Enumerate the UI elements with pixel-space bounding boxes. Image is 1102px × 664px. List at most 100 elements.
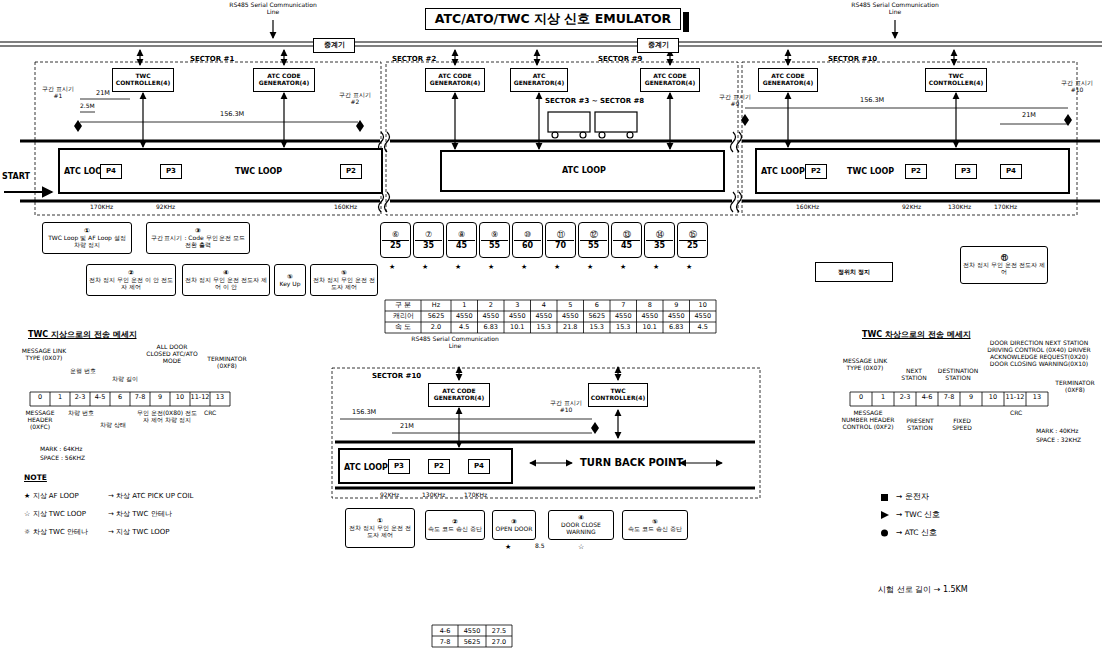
label-text: ★ xyxy=(587,263,593,271)
device-box: P4 xyxy=(100,164,122,179)
label-text: 156.3M xyxy=(860,97,884,104)
node-text: ATC CODE GENERATOR(4) xyxy=(431,388,487,402)
node-text: P2 xyxy=(346,167,356,175)
label-text: ★ xyxy=(488,263,494,271)
label-text: NOTE xyxy=(24,474,47,483)
node-text: 전차 정지 무인 운전 이 안 전도자 제어 xyxy=(89,277,173,291)
label-text: MESSAGE HEADER (0XFC) xyxy=(18,410,62,431)
node-text: 25 xyxy=(382,240,409,250)
signal-connector xyxy=(458,408,459,447)
label-text: 130KHz xyxy=(422,492,445,499)
label-text: 7-8 xyxy=(130,394,150,401)
label-text: SECTOR #10 xyxy=(828,55,877,63)
label-text: 4-6 xyxy=(432,628,458,635)
node-text: 전차 정지 무인 운전 전도자 제어 xyxy=(313,277,375,291)
label-text: 15.3 xyxy=(610,324,637,331)
label-text: 7-8 xyxy=(432,639,458,646)
label-text: 4550 xyxy=(478,313,505,320)
node-text: ⑧ xyxy=(458,230,465,239)
step-callout: ④전차 정지 무인 운전 전도자 제어 이 안 xyxy=(182,264,270,296)
label-text: 10.1 xyxy=(637,324,664,331)
label-text: 3 xyxy=(504,302,531,309)
label-text: 0 xyxy=(850,394,872,401)
device-box: 정위치 정지 xyxy=(815,262,893,282)
node-text: ① xyxy=(377,517,383,525)
speed-code-box: ⑧45 xyxy=(446,222,477,258)
node-text: ⑭ xyxy=(656,230,664,239)
label-text: 21M xyxy=(400,423,414,430)
label-text: 2-3 xyxy=(70,394,90,401)
node-text: 중계기 xyxy=(648,41,669,49)
step-callout: ③OPEN DOOR xyxy=(492,510,536,540)
node-text: ATC GENERATOR(4) xyxy=(513,73,565,87)
label-text: RS485 Serial Communication Line xyxy=(410,336,500,350)
label-text: 캐리어 xyxy=(385,313,421,320)
label-text: 구간 표시기 #10 xyxy=(546,400,586,414)
device-box: ATC GENERATOR(4) xyxy=(510,68,568,92)
device-box: P2 xyxy=(340,164,362,179)
label-text: 2.5M xyxy=(80,103,95,110)
signal-connector xyxy=(955,93,956,147)
title-text: ATC/ATO/TWC 지상 신호 EMULATOR xyxy=(425,8,681,30)
label-text: 2-3 xyxy=(894,394,916,401)
device-box: P3 xyxy=(388,459,410,474)
label-text: ★ xyxy=(554,263,560,271)
label-text: 속 도 xyxy=(385,324,421,331)
step-callout: ⑤속도 코드 송신 중단 xyxy=(622,510,688,540)
node-text: TWC Loop 및 AF Loop 설정 차량 정지 xyxy=(45,235,129,249)
label-text: 1 xyxy=(50,394,70,401)
node-text: P3 xyxy=(166,167,176,175)
label-text: ★ xyxy=(653,263,659,271)
label-text: 차량 번호 xyxy=(68,410,94,417)
label-text: 운행 번호 xyxy=(70,368,96,375)
node-text: ③ xyxy=(511,518,517,526)
label-text: 21.8 xyxy=(557,324,584,331)
device-box: P2 xyxy=(905,164,927,179)
node-text: 정위치 정지 xyxy=(838,269,870,276)
device-box: TWC CONTROLLER(4) xyxy=(588,383,648,407)
step-callout: ⑪전차 정지 무인 운전 전도자 제어 xyxy=(960,246,1048,284)
label-text: 6 xyxy=(584,302,611,309)
speed-code-box: ⑩60 xyxy=(512,222,543,258)
label-text: 27.5 xyxy=(486,628,512,635)
label-text: 4.5 xyxy=(690,324,717,331)
device-box: P4 xyxy=(1000,164,1022,179)
step-callout: ①전차 정지 무인 운전 전도자 제어 xyxy=(345,508,415,548)
label-text: 9 xyxy=(150,394,170,401)
speed-code-box: ⑫55 xyxy=(578,222,609,258)
label-text: 4550 xyxy=(663,313,690,320)
speed-code-box: ⑮25 xyxy=(677,222,708,258)
label-text: 6 xyxy=(110,394,130,401)
label-text: 92KHz xyxy=(380,492,399,499)
node-text: P3 xyxy=(961,167,971,175)
node-text: ⑪ xyxy=(1001,254,1008,262)
node-text: ⑩ xyxy=(524,230,531,239)
label-text: 7 xyxy=(610,302,637,309)
label-text: MESSAGE LINK TYPE (0X07) xyxy=(842,358,888,372)
device-box: 중계기 xyxy=(313,38,355,53)
node-text: 속도 코드 송신 중단 xyxy=(628,526,682,533)
node-text: 45 xyxy=(448,240,475,250)
node-text: ⑤ xyxy=(652,518,658,526)
label-text: 차량 상태 xyxy=(100,422,126,429)
label-text: ★ 지상 AF LOOP xyxy=(24,492,79,500)
speed-code-box: ⑭35 xyxy=(644,222,675,258)
label-text: 160KHz xyxy=(334,204,357,211)
speed-code-box: ⑨55 xyxy=(479,222,510,258)
speed-code-box: ⑥25 xyxy=(380,222,411,258)
device-box: ATC CODE GENERATOR(4) xyxy=(758,68,818,92)
label-text: 4 xyxy=(531,302,558,309)
label-text: MARK : 64KHz xyxy=(40,446,82,453)
label-text: CRC xyxy=(1010,410,1022,417)
step-callout: ①TWC Loop 및 AF Loop 설정 차량 정지 xyxy=(42,222,132,254)
node-text: ⑦ xyxy=(425,230,432,239)
step-callout: ②속도 코드 송신 중단 xyxy=(425,510,485,540)
device-box: TWC CONTROLLER(4) xyxy=(925,68,987,92)
signal-connector xyxy=(454,93,455,149)
node-text: 중계기 xyxy=(324,41,345,49)
label-text: 구간 표시기 #2 xyxy=(335,92,375,106)
label-text: 160KHz xyxy=(796,204,819,211)
node-text: P2 xyxy=(911,167,921,175)
device-box: 중계기 xyxy=(637,38,679,53)
node-text: TWC CONTROLLER(4) xyxy=(115,73,171,87)
